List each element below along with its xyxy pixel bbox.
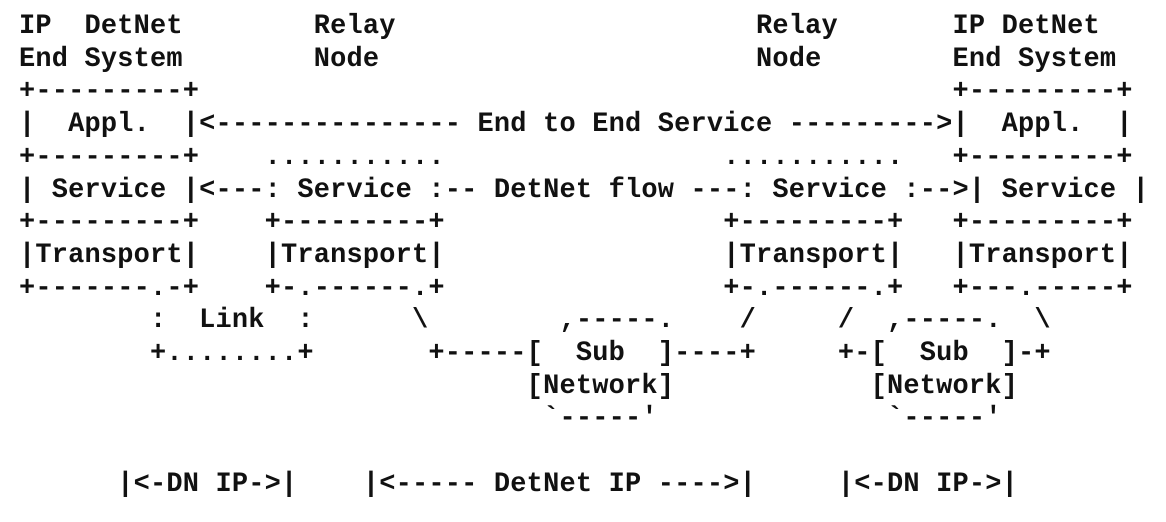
diagram-line: `-----' `-----' — [19, 403, 1002, 435]
diagram-line: +---------+ +---------+ — [19, 76, 1133, 108]
diagram-line: [Network] [Network] — [19, 370, 1019, 402]
diagram-line: | Appl. |<--------------- End to End Ser… — [19, 109, 1133, 141]
diagram-line: +-------.-+ +-.------.+ +-.------.+ +---… — [19, 272, 1133, 304]
diagram-line: |<-DN IP->| |<----- DetNet IP ---->| |<-… — [19, 468, 1019, 500]
diagram-line: |Transport| |Transport| |Transport| |Tra… — [19, 239, 1133, 271]
diagram-line: IP DetNet Relay Relay IP DetNet — [19, 11, 1100, 42]
diagram-line: | Service |<---: Service :-- DetNet flow… — [19, 174, 1150, 206]
diagram-line: End System Node Node End System — [19, 43, 1117, 75]
diagram-line: : Link : \ ,-----. / / ,-----. \ — [19, 305, 1051, 337]
diagram-line: +---------+ +---------+ +---------+ +---… — [19, 207, 1133, 239]
diagram-line: +---------+ ........... ........... +---… — [19, 141, 1133, 173]
diagram-line: +........+ +-----[ Sub ]----+ +-[ Sub ]-… — [19, 338, 1051, 369]
